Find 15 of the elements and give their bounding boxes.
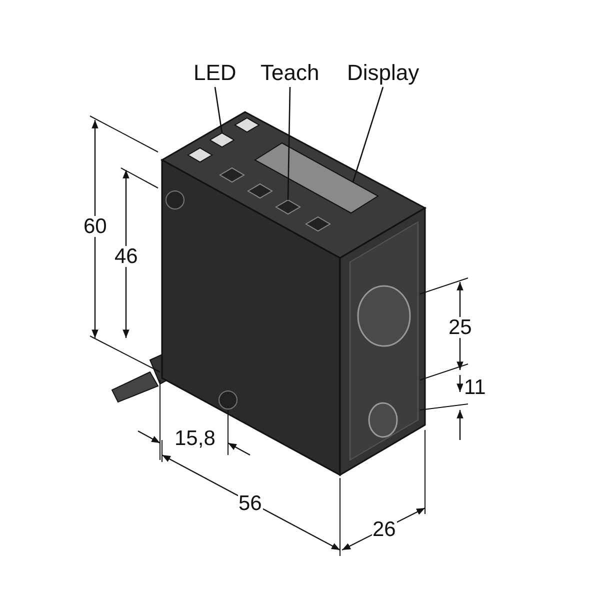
dimension-value: 56 — [238, 492, 263, 514]
dimension-value: 26 — [372, 518, 397, 540]
dimension-value: 60 — [82, 216, 108, 236]
part-label: LED — [194, 62, 236, 84]
display-screen — [254, 142, 379, 214]
teach-button — [275, 199, 301, 215]
dimension-value: 25 — [448, 316, 473, 338]
part-label: Display — [347, 62, 420, 84]
part-label: Teach — [260, 62, 320, 84]
dimension-value: 15,8 — [174, 428, 216, 448]
led-key — [209, 132, 235, 148]
leader-line — [352, 86, 384, 182]
leader-line — [214, 86, 223, 134]
dimension-value: 46 — [114, 246, 139, 266]
leader-line — [287, 86, 291, 200]
